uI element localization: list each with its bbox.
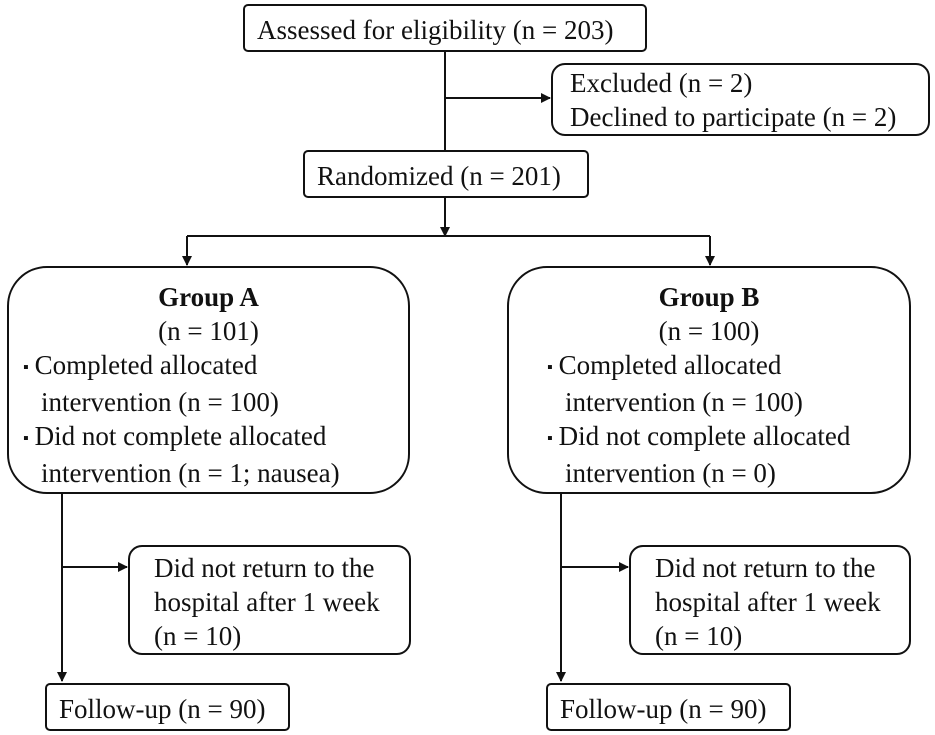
group-b-title: Group B <box>658 282 760 312</box>
group-b-item-not-completed: ▪ Did not complete allocated <box>547 419 909 456</box>
dropout-a-line1: Did not return to the <box>154 553 375 583</box>
bullet-icon: ▪ <box>547 358 553 376</box>
dropout-b-line2: hospital after 1 week <box>655 587 881 617</box>
followup-b-box: Follow-up (n = 90) <box>546 683 791 731</box>
randomized-text: Randomized (n = 201) <box>317 161 561 191</box>
randomized-box: Randomized (n = 201) <box>303 150 589 198</box>
group-b-item1-line1: Completed allocated <box>558 350 782 380</box>
group-a-item2-line1: Did not complete allocated <box>34 420 327 451</box>
group-b-count: (n = 100) <box>658 316 760 346</box>
assessed-text: Assessed for eligibility (n = 203) <box>257 15 614 45</box>
dropout-b-line1: Did not return to the <box>655 553 876 583</box>
dropout-a-line2: hospital after 1 week <box>154 587 380 617</box>
group-a-item1-line2: intervention (n = 100) <box>41 386 279 417</box>
group-a-item-not-completed: ▪ Did not complete allocated <box>23 419 408 456</box>
bullet-icon: ▪ <box>23 358 29 376</box>
group-a-box: Group A (n = 101) ▪ Completed allocated i… <box>7 266 410 494</box>
declined-text: Declined to participate (n = 2) <box>570 102 897 132</box>
dropout-b-box: Did not return to the hospital after 1 w… <box>629 545 911 655</box>
group-a-item-completed: ▪ Completed allocated <box>23 348 408 385</box>
excluded-box: Excluded (n = 2) Declined to participate… <box>551 63 930 136</box>
bullet-icon: ▪ <box>547 429 553 447</box>
group-b-item2-line2: intervention (n = 0) <box>565 457 776 488</box>
group-b-item2-line1: Did not complete allocated <box>558 420 851 451</box>
followup-a-box: Follow-up (n = 90) <box>45 683 290 731</box>
group-b-item1-line2: intervention (n = 100) <box>565 386 803 417</box>
group-a-count: (n = 101) <box>158 316 259 346</box>
followup-b-text: Follow-up (n = 90) <box>560 694 767 724</box>
group-b-item-completed: ▪ Completed allocated <box>547 348 909 385</box>
excluded-text: Excluded (n = 2) <box>570 68 753 98</box>
dropout-a-line3: (n = 10) <box>154 621 242 651</box>
group-a-title: Group A <box>158 282 259 312</box>
group-a-item1-line1: Completed allocated <box>34 350 258 380</box>
group-a-item2-line2: intervention (n = 1; nausea) <box>41 457 340 488</box>
dropout-b-line3: (n = 10) <box>655 621 743 651</box>
group-b-box: Group B (n = 100) ▪ Completed allocated i… <box>507 266 911 494</box>
bullet-icon: ▪ <box>23 429 29 447</box>
followup-a-text: Follow-up (n = 90) <box>59 694 266 724</box>
assessed-box: Assessed for eligibility (n = 203) <box>243 4 647 52</box>
dropout-a-box: Did not return to the hospital after 1 w… <box>128 545 411 655</box>
